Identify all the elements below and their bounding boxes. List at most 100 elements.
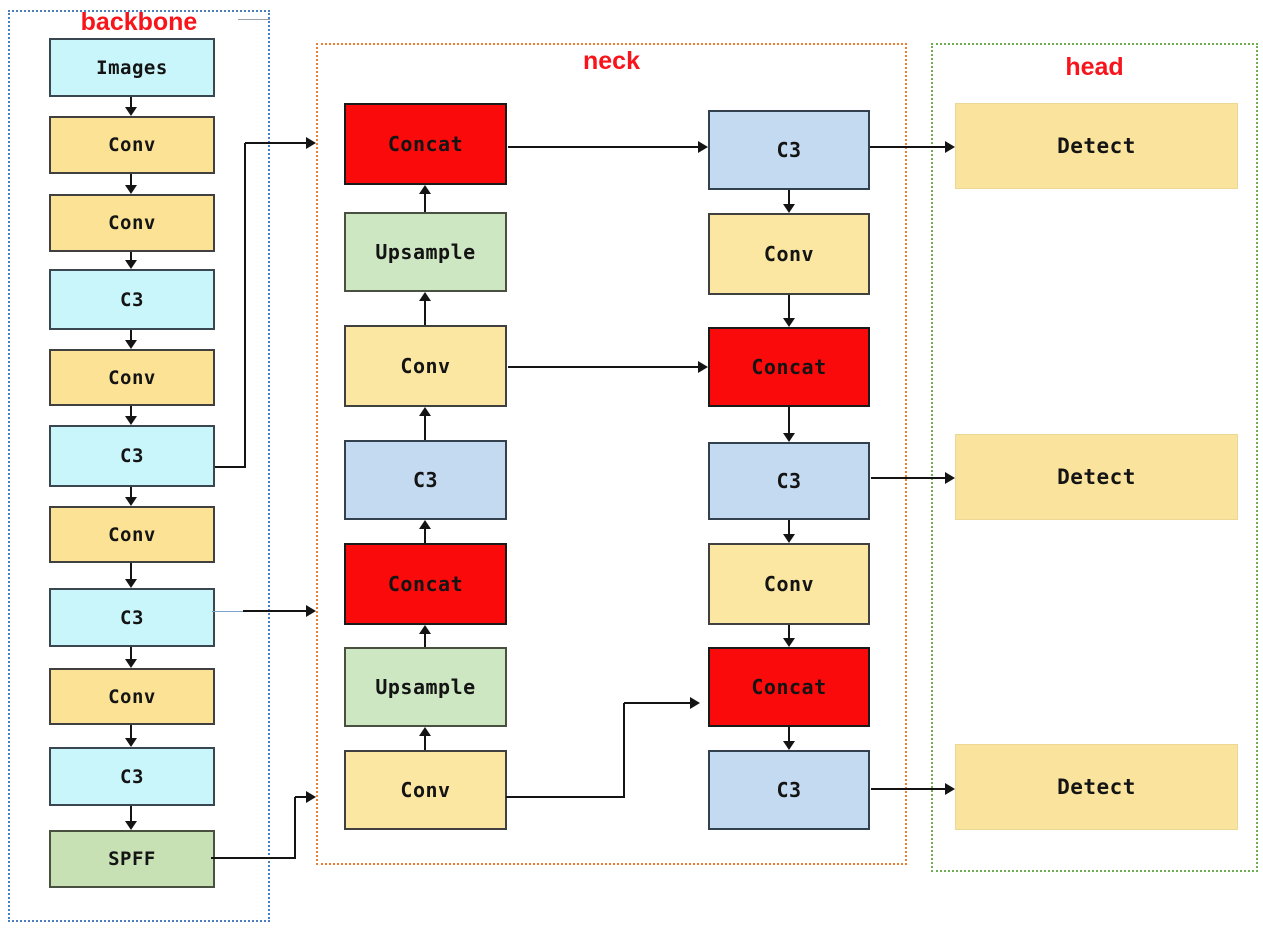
node-label: C3 xyxy=(120,288,144,311)
arrowhead xyxy=(419,625,431,634)
connector-line xyxy=(130,330,132,340)
node-images: Images xyxy=(49,38,215,97)
connector-line xyxy=(424,301,426,325)
connector-line xyxy=(788,727,790,741)
connector-line xyxy=(788,190,790,204)
connector-line xyxy=(130,487,132,497)
node-label: Conv xyxy=(108,366,156,389)
connector-line xyxy=(788,625,790,638)
arrowhead xyxy=(419,407,431,416)
connector-line xyxy=(130,406,132,416)
node-label: Upsample xyxy=(375,240,476,264)
arrowhead xyxy=(783,318,795,327)
head-title: head xyxy=(1065,53,1124,81)
node-conv: Conv xyxy=(49,349,215,406)
connector-line xyxy=(788,520,790,534)
connector-line xyxy=(245,142,306,144)
node-label: Conv xyxy=(763,242,815,266)
node-upsample: Upsample xyxy=(344,647,507,727)
node-conv: Conv xyxy=(708,213,870,295)
arrowhead xyxy=(125,579,137,588)
node-conv: Conv xyxy=(49,116,215,174)
node-c3: C3 xyxy=(708,442,870,520)
connector-line xyxy=(244,143,246,468)
node-label: Detect xyxy=(1057,465,1136,489)
node-label: C3 xyxy=(120,445,144,467)
arrowhead xyxy=(945,783,955,795)
connector-line xyxy=(624,702,690,704)
connector-line xyxy=(294,797,296,859)
node-c3: C3 xyxy=(708,110,870,190)
arrowhead xyxy=(125,185,137,194)
node-conv: Conv xyxy=(49,668,215,725)
arrowhead xyxy=(125,107,137,116)
node-concat: Concat xyxy=(344,103,507,185)
arrowhead xyxy=(125,738,137,747)
connector-line xyxy=(424,416,426,440)
connector-line xyxy=(508,146,698,148)
arrowhead xyxy=(306,137,316,149)
connector-line xyxy=(130,647,132,659)
connector-line xyxy=(508,366,698,368)
node-label: Images xyxy=(96,56,168,79)
node-conv: Conv xyxy=(344,750,507,830)
connector-line xyxy=(871,788,945,790)
connector-line xyxy=(130,97,132,107)
arrowhead xyxy=(783,433,795,442)
node-label: Conv xyxy=(400,778,451,802)
arrowhead xyxy=(419,185,431,194)
connector-line xyxy=(623,703,625,798)
head-region xyxy=(931,43,1258,872)
node-conv: Conv xyxy=(708,543,870,625)
connector-line xyxy=(211,857,295,859)
node-label: C3 xyxy=(120,765,144,788)
neck-title: neck xyxy=(583,47,640,75)
node-c3: C3 xyxy=(49,425,215,487)
connector-line xyxy=(424,634,426,647)
connector-line xyxy=(130,563,132,579)
neck-region xyxy=(316,43,907,865)
arrowhead xyxy=(783,741,795,750)
connector-line xyxy=(870,146,945,148)
connector-line xyxy=(295,796,306,798)
backbone-region xyxy=(8,10,270,922)
connector-line xyxy=(424,529,426,543)
node-label: Detect xyxy=(1057,775,1136,799)
node-label: C3 xyxy=(412,468,439,492)
connector-line xyxy=(130,252,132,260)
node-label: Conv xyxy=(108,523,156,546)
node-label: Concat xyxy=(387,572,464,596)
connector-line xyxy=(424,736,426,750)
backbone-title: backbone xyxy=(80,8,198,36)
node-c3: C3 xyxy=(49,747,215,806)
arrowhead xyxy=(125,497,137,506)
arrowhead xyxy=(306,791,316,803)
arrowhead xyxy=(419,727,431,736)
arrowhead xyxy=(125,416,137,425)
node-label: Conv xyxy=(400,354,451,378)
arrowhead xyxy=(698,361,708,373)
node-concat: Concat xyxy=(708,647,870,727)
node-conv: Conv xyxy=(49,506,215,563)
node-upsample: Upsample xyxy=(344,212,507,292)
node-label: C3 xyxy=(120,606,144,629)
arrowhead xyxy=(783,638,795,647)
connector-line xyxy=(130,174,132,185)
arrowhead xyxy=(783,534,795,543)
node-detect: Detect xyxy=(955,103,1238,189)
arrowhead xyxy=(690,697,700,709)
node-conv: Conv xyxy=(49,194,215,252)
node-label: C3 xyxy=(776,138,802,162)
arrowhead xyxy=(125,260,137,269)
node-c3: C3 xyxy=(49,588,215,647)
node-spff: SPFF xyxy=(49,830,215,888)
node-label: Upsample xyxy=(375,675,476,699)
arrowhead xyxy=(419,292,431,301)
node-c3: C3 xyxy=(49,269,215,330)
arrowhead xyxy=(945,472,955,484)
node-conv: Conv xyxy=(344,325,507,407)
connector-line xyxy=(130,806,132,821)
node-label: Concat xyxy=(751,355,827,379)
node-label: C3 xyxy=(776,778,802,802)
node-c3: C3 xyxy=(344,440,507,520)
